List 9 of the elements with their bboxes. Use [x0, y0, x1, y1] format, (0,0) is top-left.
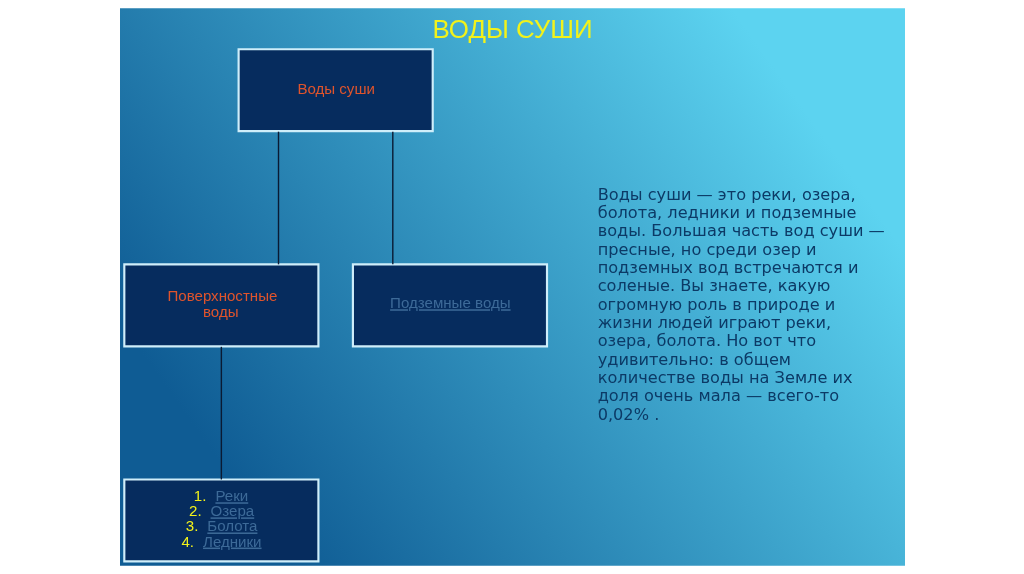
diagram-title: ВОДЫ СУШИ: [431, 14, 593, 43]
node-box: Поверхностные воды: [122, 263, 319, 348]
connector: [220, 346, 222, 481]
node-box: Подземные воды: [351, 263, 548, 348]
connector: [391, 131, 393, 266]
node-box: Воды суши: [237, 48, 434, 133]
connector: [277, 131, 279, 266]
label: Воды суши — это реки, озера, болота, ледники и подземные воды. Большая часть вод суши — пресные, но среди озер и подземных вод встречаются и соленые. Вы знаете, какую огромную роль в природе и жизни людей играют реки, озера, болота. Но вот что удивительно: в общем количестве воды на Земле их доля очень мала — всего-то 0,02% .: [597, 184, 885, 424]
node-box: 1. Реки 2. Озера 3. Болота 4. Ледники: [122, 478, 319, 563]
